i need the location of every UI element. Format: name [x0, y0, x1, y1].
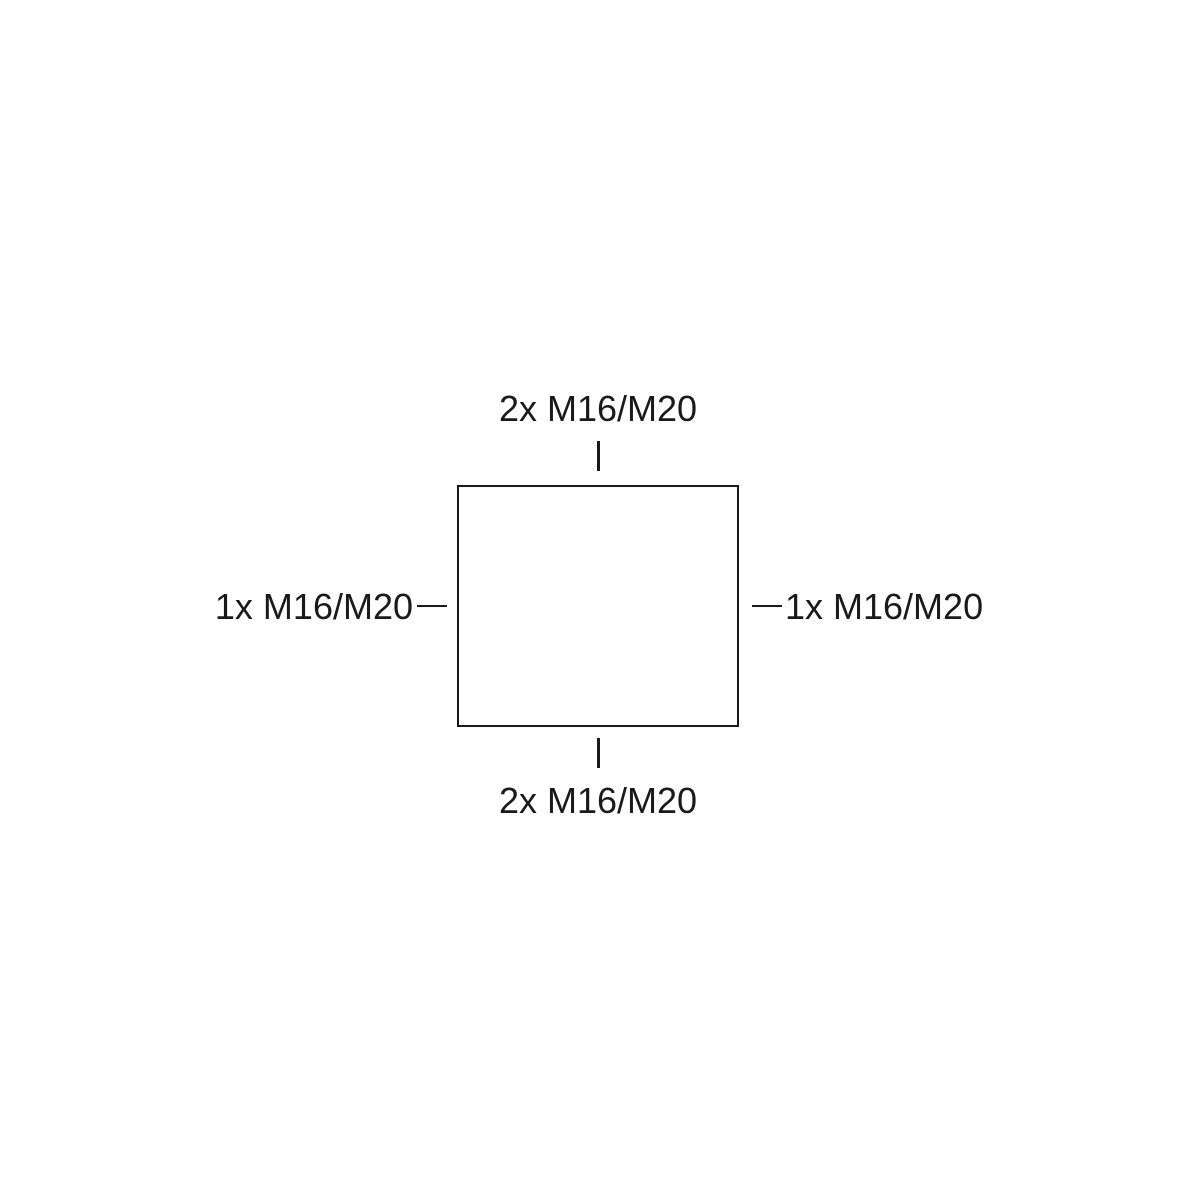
left-entry-label: 1x M16/M20 [214, 586, 413, 627]
right-entry-label: 1x M16/M20 [785, 586, 984, 627]
right-entry-tick [752, 605, 782, 607]
bottom-entry-label: 2x M16/M20 [498, 780, 698, 821]
top-entry-tick [597, 441, 600, 471]
enclosure-box [457, 485, 739, 727]
left-entry-tick [417, 605, 447, 607]
top-entry-label: 2x M16/M20 [498, 388, 698, 429]
bottom-entry-tick [597, 738, 600, 768]
